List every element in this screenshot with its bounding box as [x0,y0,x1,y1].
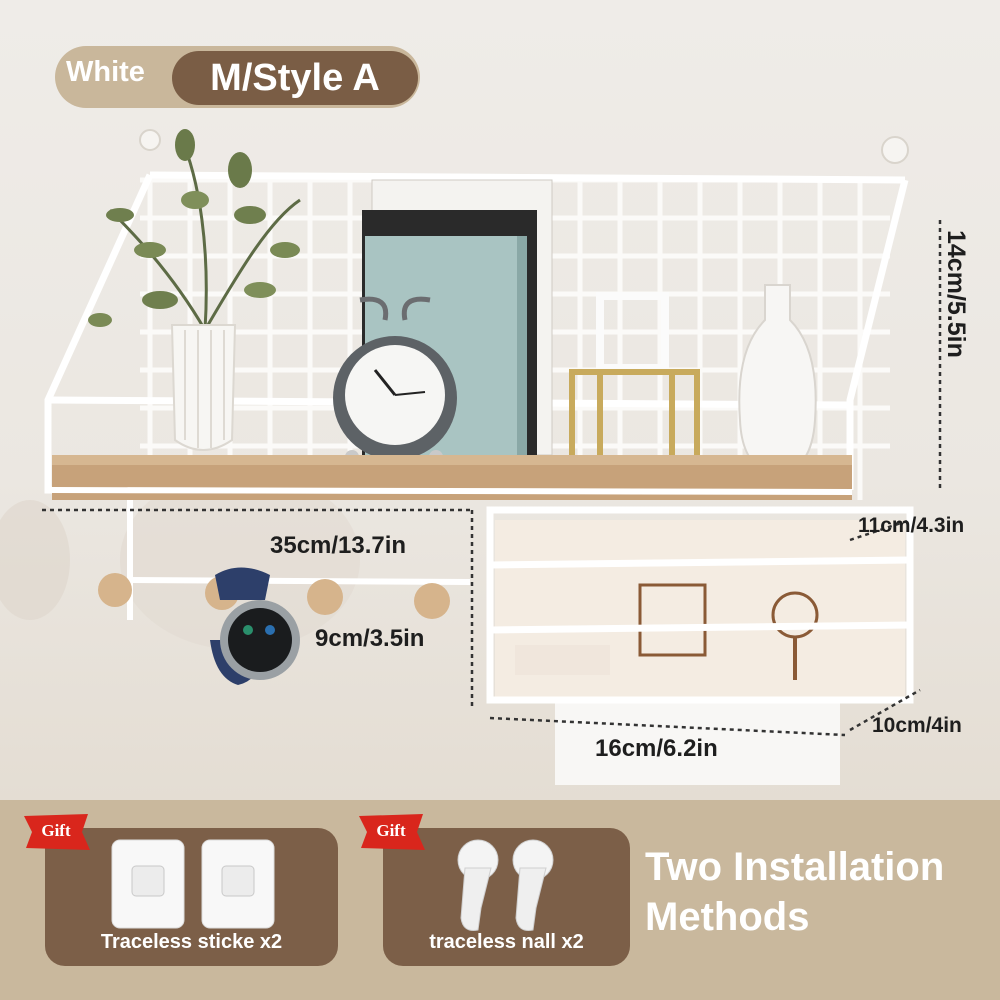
gift-label-nail: traceless nall x2 [429,931,584,953]
box-depth-dimension: 10cm/4in [872,714,962,737]
gift-card-nail: traceless nall x2 [383,828,630,966]
wall-shelf-illustration [0,129,942,785]
adhesive-hook-icon [110,838,280,938]
installation-heading: Two Installation Methods [645,842,944,942]
plant-icon [88,129,301,331]
gift-card-sticker: Traceless sticke x2 [45,828,338,966]
style-label: M/Style A [172,51,418,105]
installation-line-1: Two Installation [645,845,945,889]
gift-tag: Gift [355,812,427,852]
watch-icon [210,567,300,685]
gift-tag-text: Gift [376,821,406,840]
depth-dimension: 11cm/4.3in [858,514,965,537]
width-dimension: 35cm/13.7in [270,532,407,559]
gift-label-sticker: Traceless sticke x2 [100,931,283,953]
color-label: White [66,56,145,88]
gift-tag: Gift [20,812,92,852]
hook-rail-dimension: 9cm/3.5in [315,625,425,652]
gift-tag-text: Gift [41,821,71,840]
height-dimension: 14cm/5.5in [942,230,970,358]
wall-hook-icon [453,838,563,943]
installation-line-2: Methods [645,895,810,939]
product-photo [0,0,1000,800]
box-width-dimension: 16cm/6.2in [595,735,718,762]
tissue-box-icon [515,583,819,680]
